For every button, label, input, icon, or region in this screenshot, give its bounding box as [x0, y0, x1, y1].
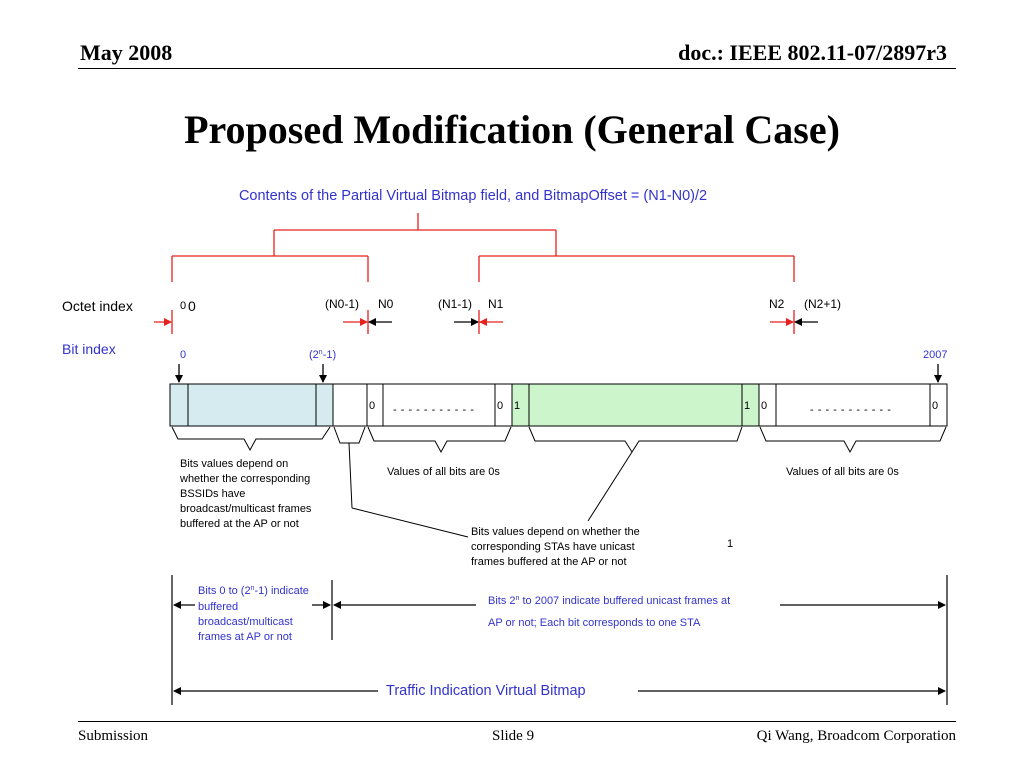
- octet-zero: 0: [188, 298, 196, 314]
- header-doc-id: doc.: IEEE 802.11-07/2897r3: [678, 40, 947, 65]
- footer-slide-number: Slide 9: [492, 728, 535, 744]
- cell-dashes-2: - - - - - - - - - - -: [810, 404, 891, 416]
- bit-index-arrows: [175, 364, 942, 383]
- cell-bit-zero-2: 0: [497, 400, 503, 412]
- zeros-note-right: Values of all bits are 0s: [786, 466, 899, 478]
- cell-bit-zero-3: 0: [761, 400, 767, 412]
- bcast-note: Bits values depend on whether the corres…: [179, 458, 315, 530]
- footer-submission: Submission: [78, 728, 149, 744]
- header-rule: [78, 68, 956, 69]
- octet-n2: N2: [769, 297, 785, 311]
- stray-one: 1: [727, 538, 733, 550]
- cell-bit-zero-4: 0: [932, 400, 938, 412]
- octet-n0: N0: [378, 297, 394, 311]
- bit-index-end: 2007: [923, 349, 947, 361]
- bit-index-label: Bit index: [62, 341, 116, 357]
- octet-boundary-markers: [154, 310, 818, 334]
- octet-index-label: Octet index: [62, 298, 133, 314]
- cell-bit-one-2: 1: [744, 400, 750, 412]
- cell-bit-one-1: 1: [514, 400, 520, 412]
- bitmap-row: [169, 383, 948, 427]
- diagram-caption: Contents of the Partial Virtual Bitmap f…: [239, 188, 707, 204]
- bit-index-2n-minus-1: (2n-1): [309, 349, 336, 361]
- zeros-note-left: Values of all bits are 0s: [387, 466, 500, 478]
- slide-title: Proposed Modification (General Case): [184, 107, 840, 152]
- header-date: May 2008: [80, 40, 173, 65]
- octet-n0-minus-1: (N0-1): [325, 297, 359, 311]
- unicast-note: Bits values depend on whether the corres…: [471, 526, 643, 568]
- group-braces: [171, 426, 947, 538]
- bcast-range-label: Bits 0 to (2n-1) indicate buffered broad…: [198, 585, 312, 643]
- cell-bit-zero-1: 0: [369, 400, 375, 412]
- partial-bitmap-bracket: [171, 213, 795, 282]
- range-lines: [171, 575, 948, 705]
- cell-dashes-1: - - - - - - - - - - -: [393, 404, 474, 416]
- octet-n1-minus-1: (N1-1): [438, 297, 472, 311]
- octet-n1: N1: [488, 297, 504, 311]
- ucast-range-label: Bits 2n to 2007 indicate buffered unicas…: [488, 595, 733, 629]
- footer-rule: [78, 721, 956, 722]
- tim-label: Traffic Indication Virtual Bitmap: [386, 683, 586, 699]
- bit-index-start: 0: [180, 349, 186, 361]
- footer-author: Qi Wang, Broadcom Corporation: [756, 728, 956, 744]
- octet-n2-plus-1: (N2+1): [804, 297, 841, 311]
- octet-zero-small: 0: [180, 300, 186, 312]
